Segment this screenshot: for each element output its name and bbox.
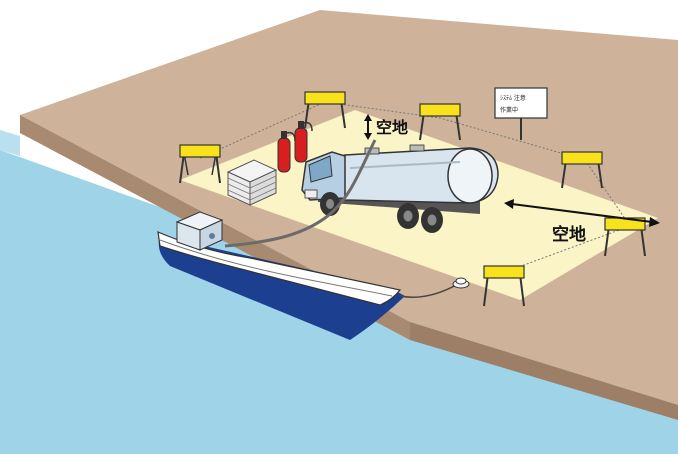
clearance-label-top: 空地 (376, 118, 408, 137)
clearance-label-right: 空地 (552, 224, 586, 245)
sign-line-1: ｼｽﾃﾑ 注意 (500, 94, 526, 102)
sign-line-2: 作業中 (500, 106, 518, 114)
